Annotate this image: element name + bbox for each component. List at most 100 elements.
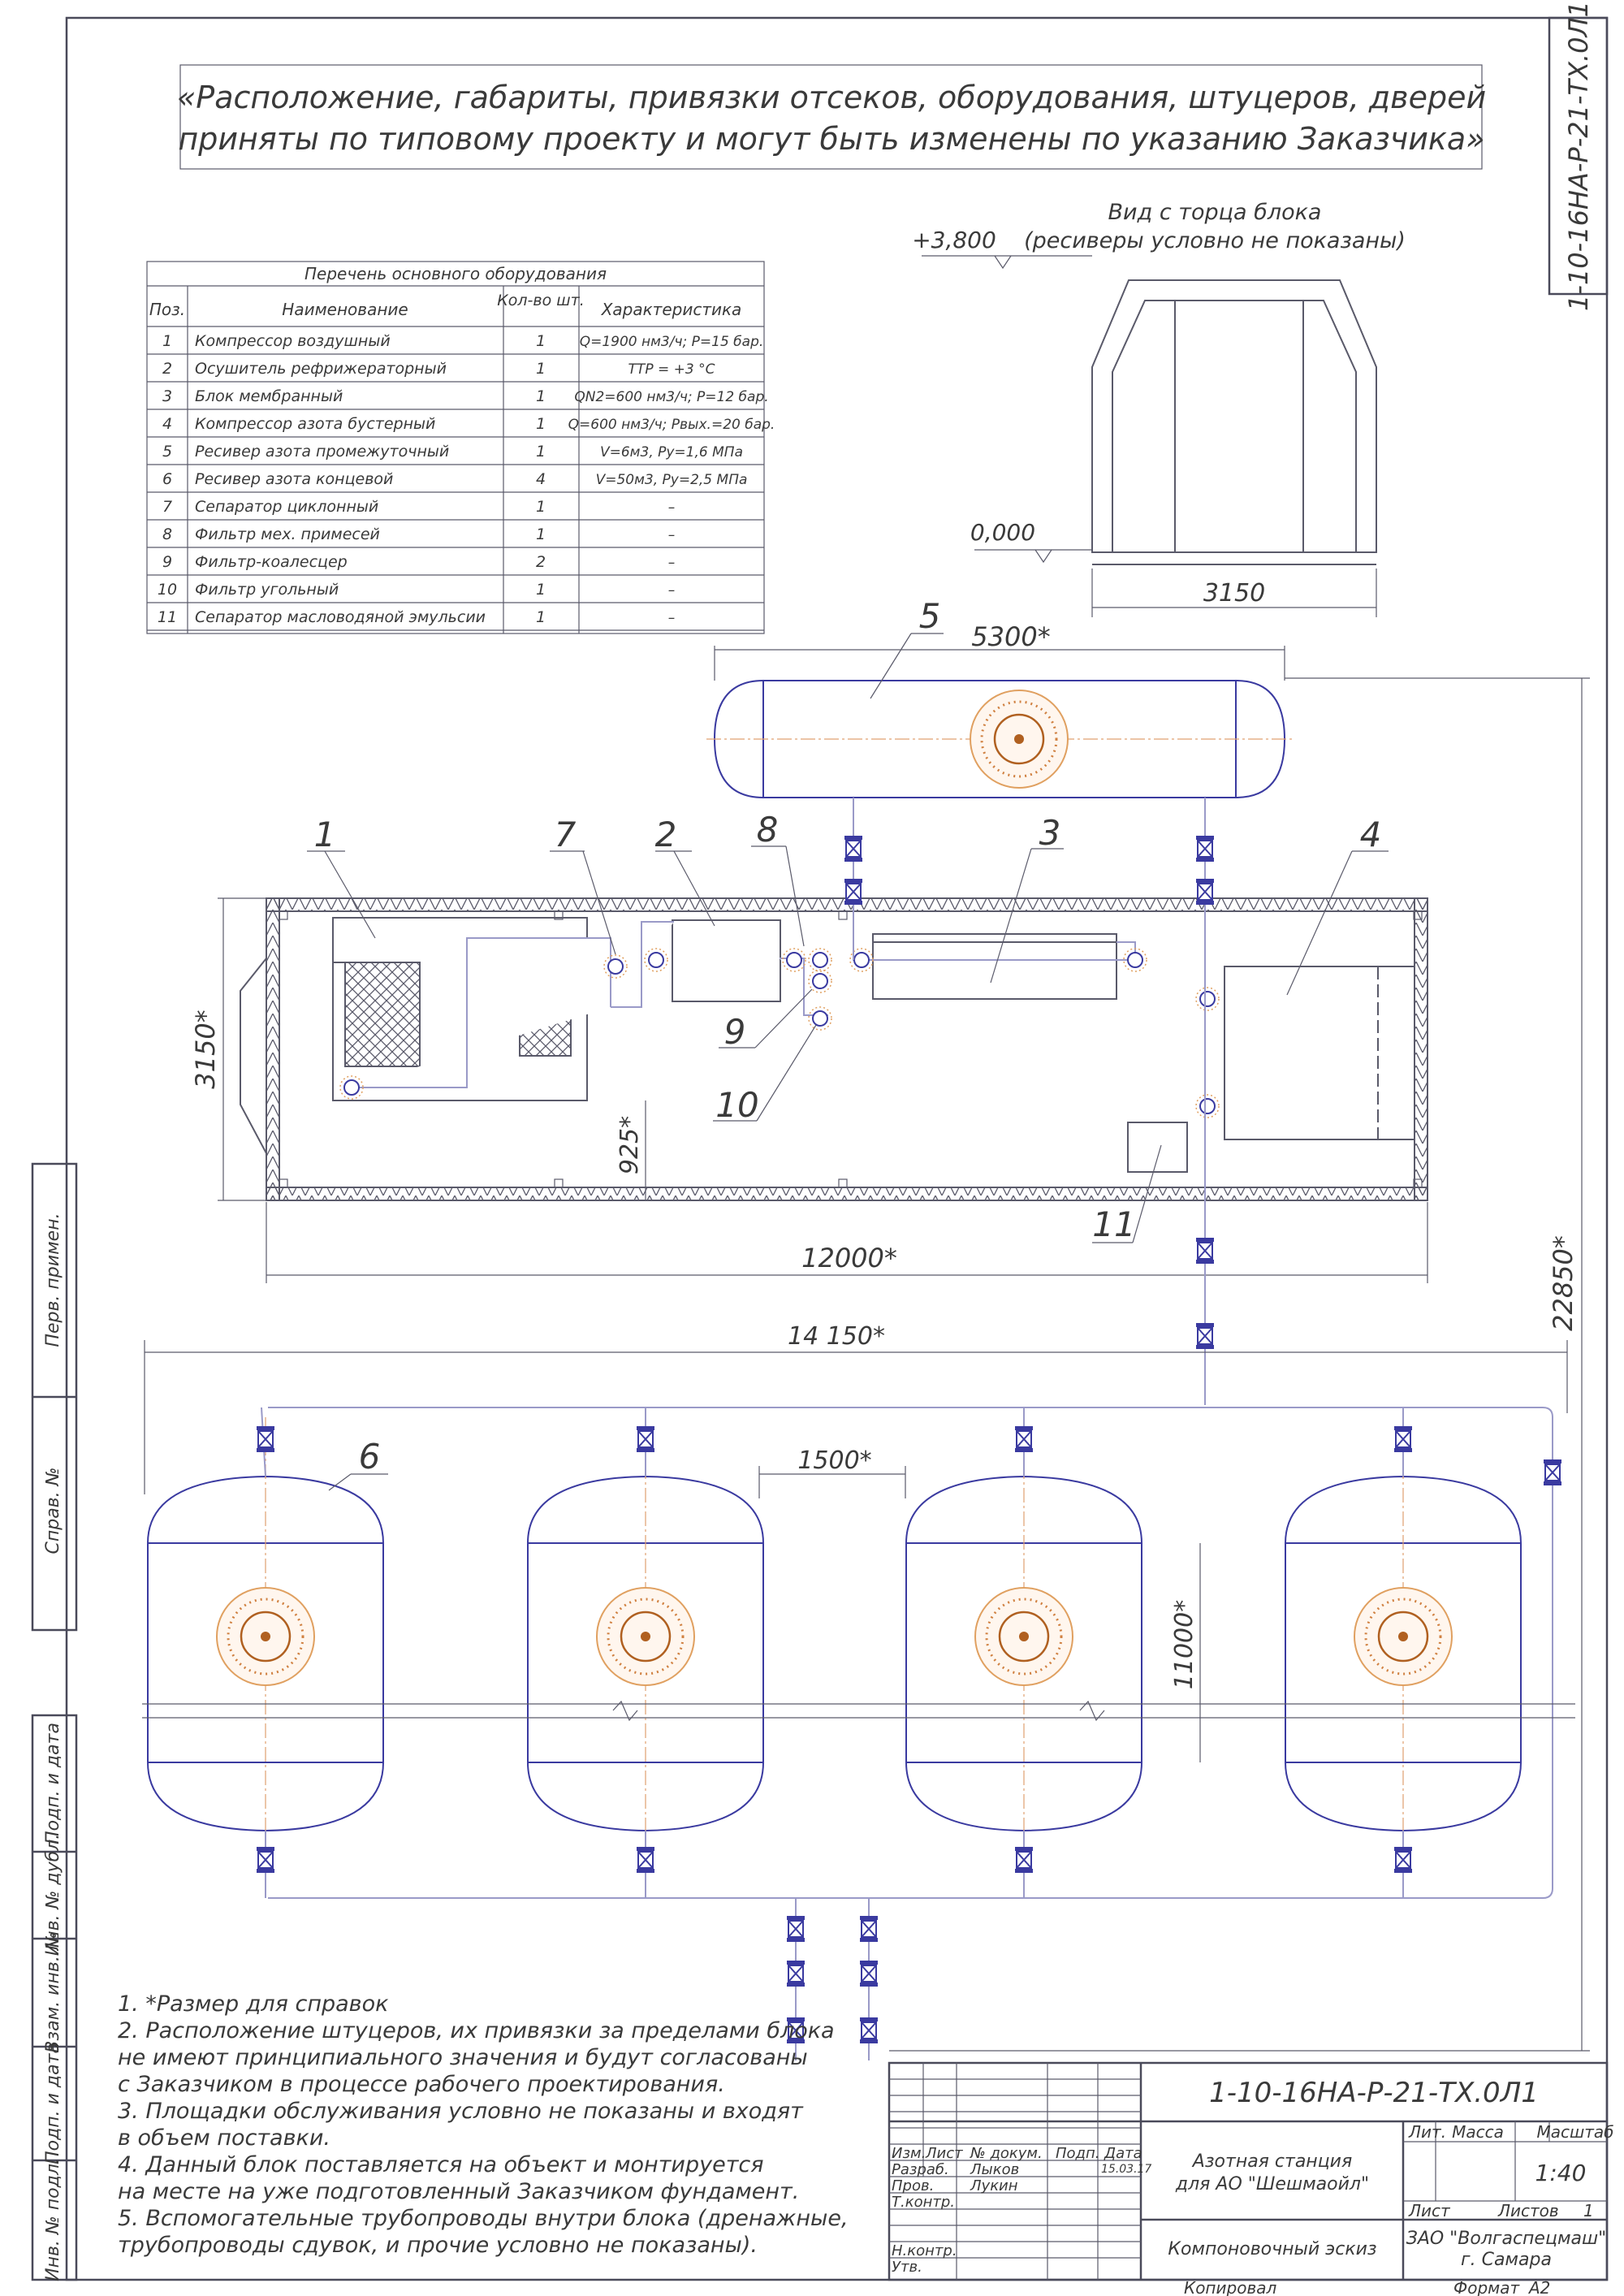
marker-2 bbox=[554, 910, 564, 920]
valve-r5-out-3 bbox=[1195, 1237, 1215, 1265]
receiver-6-valve-out bbox=[256, 1846, 275, 1874]
block-plan: 3150* 12000* 925* bbox=[190, 897, 1428, 1283]
nozzle-9b bbox=[808, 969, 832, 993]
table-cell-name: Сепаратор циклонный bbox=[195, 498, 378, 516]
table-cell-pos: 6 bbox=[162, 470, 172, 488]
equipment-11-separator bbox=[1127, 1122, 1188, 1173]
block-door bbox=[240, 958, 267, 1154]
tb-col-date: Дата bbox=[1104, 2145, 1142, 2162]
outlet-2-valve-3 bbox=[859, 2017, 879, 2044]
nozzle-4-in bbox=[1195, 987, 1220, 1011]
callout-11-leader bbox=[1132, 1144, 1162, 1243]
valve-r5-out-4 bbox=[1195, 1322, 1215, 1350]
callout-5-leader bbox=[870, 633, 912, 699]
callout-2: 2 bbox=[655, 815, 677, 854]
callout-3-leader bbox=[990, 848, 1032, 984]
nozzle-1 bbox=[339, 1075, 364, 1100]
tb-role-utv: Утв. bbox=[892, 2259, 922, 2276]
table-cell-spec: QN2=600 нм3/ч; Р=12 бар. bbox=[574, 389, 768, 405]
nozzle-9a bbox=[808, 948, 832, 972]
equipment-table-header-pos: Поз. bbox=[149, 300, 185, 319]
table-cell-pos: 2 bbox=[162, 360, 172, 378]
table-cell-spec: Q=600 нм3/ч; Рвых.=20 бар. bbox=[568, 417, 775, 433]
level-top: +3,800 bbox=[912, 227, 996, 253]
equipment-table-header-name: Наименование bbox=[282, 300, 408, 319]
equipment-table-header-spec: Характеристика bbox=[601, 300, 742, 319]
table-cell-qty: 1 bbox=[536, 608, 546, 626]
equipment-table-header-qty: Кол-во шт. bbox=[497, 292, 584, 309]
note-line: 5. Вспомогательные трубопроводы внутри б… bbox=[118, 2206, 849, 2231]
callout-3: 3 bbox=[1039, 813, 1061, 853]
receiver-dimensions: 14 150* 1500* 11000* 22850* bbox=[144, 677, 1590, 2052]
receiver-5-flange bbox=[969, 689, 1069, 789]
table-cell-spec: V=6м3, Ру=1,6 МПа bbox=[600, 444, 743, 460]
table-cell-name: Осушитель рефрижераторный bbox=[195, 360, 447, 378]
valve-r5-in-1 bbox=[844, 835, 863, 863]
receiver-6-valve-in bbox=[256, 1425, 275, 1453]
header-note: «Расположение, габариты, привязки отсеко… bbox=[177, 64, 1486, 170]
tb-role-nkontr: Н.контр. bbox=[892, 2242, 957, 2259]
table-cell-qty: 1 bbox=[536, 498, 546, 516]
table-cell-spec: – bbox=[668, 582, 676, 599]
valve-r5-in-2 bbox=[844, 878, 863, 906]
receiver-height: 11000* bbox=[1170, 1600, 1199, 1689]
equipment-table: Перечень основного оборудования Поз. Наи… bbox=[146, 261, 775, 634]
equipment-table-header-qty-text: Кол-во шт. bbox=[497, 292, 584, 309]
outlet-1-valve-1 bbox=[786, 1915, 806, 1943]
end-view-title2: (ресиверы условно не показаны) bbox=[1024, 228, 1406, 253]
overall-height: 22850* bbox=[1548, 1235, 1579, 1331]
table-cell-qty: 1 bbox=[536, 360, 546, 378]
receiver-6-valve-out bbox=[1014, 1846, 1034, 1874]
outlet-2-valve-1 bbox=[859, 1915, 879, 1943]
callout-6-leader bbox=[328, 1473, 352, 1491]
block-wall-left bbox=[266, 897, 280, 1201]
break-line bbox=[142, 1700, 1575, 1722]
tb-doc-code: 1-10-16НА-Р-21-ТХ.0Л1 bbox=[1209, 2077, 1539, 2109]
end-view-inner bbox=[1112, 300, 1357, 552]
end-view-title1: Вид с торца блока bbox=[1108, 200, 1322, 225]
callout-7: 7 bbox=[555, 815, 577, 854]
receiver-6-flange bbox=[215, 1586, 316, 1687]
tb-date: 15.03.17 bbox=[1101, 2163, 1151, 2176]
valve-r5-out-1 bbox=[1195, 835, 1215, 863]
receiver-6 bbox=[1285, 1407, 1522, 1898]
table-cell-name: Сепаратор масловодяной эмульсии bbox=[195, 608, 486, 626]
end-view: Вид с торца блока (ресиверы условно не п… bbox=[912, 200, 1406, 617]
callouts: 1 2 3 4 5 6 7 8 9 10 11 bbox=[307, 596, 1389, 1491]
callout-2-leader bbox=[673, 850, 715, 927]
table-cell-pos: 11 bbox=[158, 608, 177, 626]
table-cell-qty: 1 bbox=[536, 415, 546, 433]
tb-col-sign: Подп. bbox=[1056, 2145, 1099, 2162]
callout-4: 4 bbox=[1360, 815, 1382, 854]
table-cell-pos: 5 bbox=[162, 443, 172, 460]
table-cell-spec: ТТР = +3 °С bbox=[628, 361, 715, 378]
block-offset: 925* bbox=[615, 1116, 644, 1174]
table-cell-spec: V=50м3, Ру=2,5 МПа bbox=[596, 472, 748, 488]
table-cell-name: Ресивер азота концевой bbox=[195, 470, 393, 488]
corner-code-box: 1-10-16НА-Р-21-ТХ.0Л1 bbox=[1548, 1, 1609, 311]
receiver-6-flange bbox=[1353, 1586, 1453, 1687]
tb-list-label: Лист bbox=[1408, 2201, 1451, 2220]
stamp-sprav-no: Справ. № bbox=[43, 1467, 63, 1554]
break-mark-2 bbox=[1079, 1700, 1105, 1722]
callout-8-leader bbox=[785, 845, 805, 947]
table-cell-pos: 3 bbox=[162, 387, 172, 405]
table-cell-name: Ресивер азота промежуточный bbox=[195, 443, 449, 460]
table-cell-name: Фильтр угольный bbox=[195, 581, 339, 599]
callout-11: 11 bbox=[1092, 1204, 1135, 1244]
equipment-table-title: Перечень основного оборудования bbox=[304, 264, 607, 283]
tb-name-prov: Лукин bbox=[970, 2177, 1018, 2194]
table-cell-name: Фильтр мех. примесей bbox=[195, 525, 380, 543]
equipment-4-booster bbox=[1224, 966, 1415, 1140]
table-cell-name: Компрессор воздушный bbox=[195, 332, 391, 350]
note-line: трубопроводы сдувок, и прочие условно не… bbox=[118, 2233, 758, 2258]
tb-col-doc: № докум. bbox=[970, 2145, 1043, 2162]
marker-3 bbox=[838, 910, 848, 920]
tb-project2: для АО "Шешмаойл" bbox=[1175, 2174, 1369, 2194]
tb-sheet-title: Компоновочный эскиз bbox=[1168, 2239, 1376, 2259]
header-note-line2: приняты по типовому проекту и могут быть… bbox=[178, 121, 1484, 157]
note-line: на месте на уже подготовленный Заказчико… bbox=[118, 2179, 799, 2204]
table-cell-pos: 8 bbox=[162, 525, 172, 543]
note-line: с Заказчиком в процессе рабочего проекти… bbox=[118, 2072, 725, 2097]
